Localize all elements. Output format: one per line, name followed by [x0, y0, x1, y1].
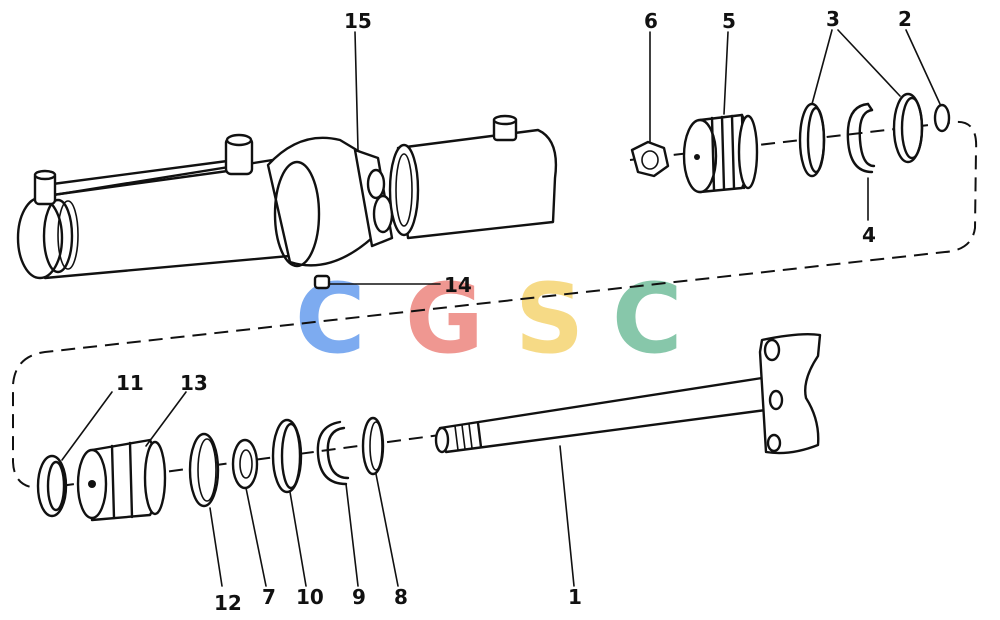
- part-9-split-ring: [316, 420, 350, 486]
- part-3-seal-left: [798, 102, 826, 178]
- part-7-wiper: [231, 438, 259, 490]
- part-6-nut: [630, 140, 670, 178]
- callout-12: 12: [214, 591, 242, 615]
- callout-labels: 15 6 5 3 2 4 14 11 13 12 7 10 9 8 1: [116, 7, 912, 615]
- cylinder-barrel: [16, 114, 558, 280]
- callout-10: 10: [296, 585, 324, 609]
- callout-7: 7: [262, 585, 276, 609]
- part-5-piston: [682, 113, 759, 194]
- callout-9: 9: [352, 585, 366, 609]
- callout-5: 5: [722, 9, 736, 33]
- part-10-ring: [271, 418, 303, 494]
- callout-13: 13: [180, 371, 208, 395]
- callout-15: 15: [344, 9, 372, 33]
- callout-4: 4: [862, 223, 876, 247]
- part-12-ring: [188, 432, 220, 508]
- part-1-rod: [434, 332, 822, 455]
- callout-6: 6: [644, 9, 658, 33]
- part-4-split-ring: [846, 102, 876, 174]
- callout-1: 1: [568, 585, 582, 609]
- callout-8: 8: [394, 585, 408, 609]
- part-13-gland: [76, 438, 167, 522]
- part-8-seal: [361, 416, 385, 476]
- callout-2: 2: [898, 7, 912, 31]
- watermark-letter-3: S: [515, 263, 584, 375]
- callout-3: 3: [826, 7, 840, 31]
- callout-11: 11: [116, 371, 144, 395]
- watermark-letter-2: G: [405, 263, 484, 375]
- watermark-letter-4: C: [612, 263, 682, 375]
- part-14-fitting: [313, 274, 331, 290]
- leader-lines: [61, 29, 941, 587]
- part-11-snap-ring: [36, 454, 68, 518]
- watermark: C G S C: [295, 263, 682, 375]
- callout-14: 14: [444, 273, 472, 297]
- part-2-o-ring: [933, 103, 951, 133]
- part-3-seal-right: [892, 92, 924, 164]
- assembly-path-upper: [12, 120, 978, 490]
- watermark-letter-1: C: [295, 263, 365, 375]
